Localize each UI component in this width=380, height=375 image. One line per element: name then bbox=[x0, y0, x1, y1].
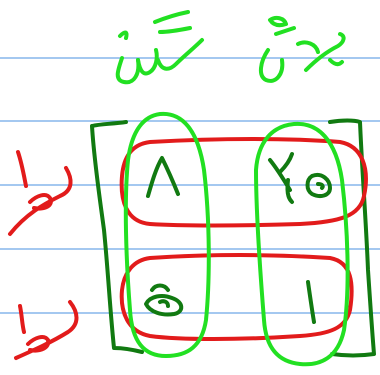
header-left-handwriting bbox=[118, 12, 202, 82]
kmap-frame bbox=[92, 121, 374, 356]
cell-top-right-handwriting bbox=[270, 154, 330, 202]
cell-bottom-right-handwriting bbox=[308, 282, 314, 322]
cell-top-left-handwriting bbox=[148, 158, 178, 196]
header-right-handwriting bbox=[261, 18, 344, 81]
green-column-groups bbox=[126, 114, 348, 364]
row-label-bottom-handwriting bbox=[16, 302, 77, 358]
row-label-top-handwriting bbox=[10, 152, 71, 234]
cell-bottom-left-handwriting bbox=[146, 286, 181, 315]
